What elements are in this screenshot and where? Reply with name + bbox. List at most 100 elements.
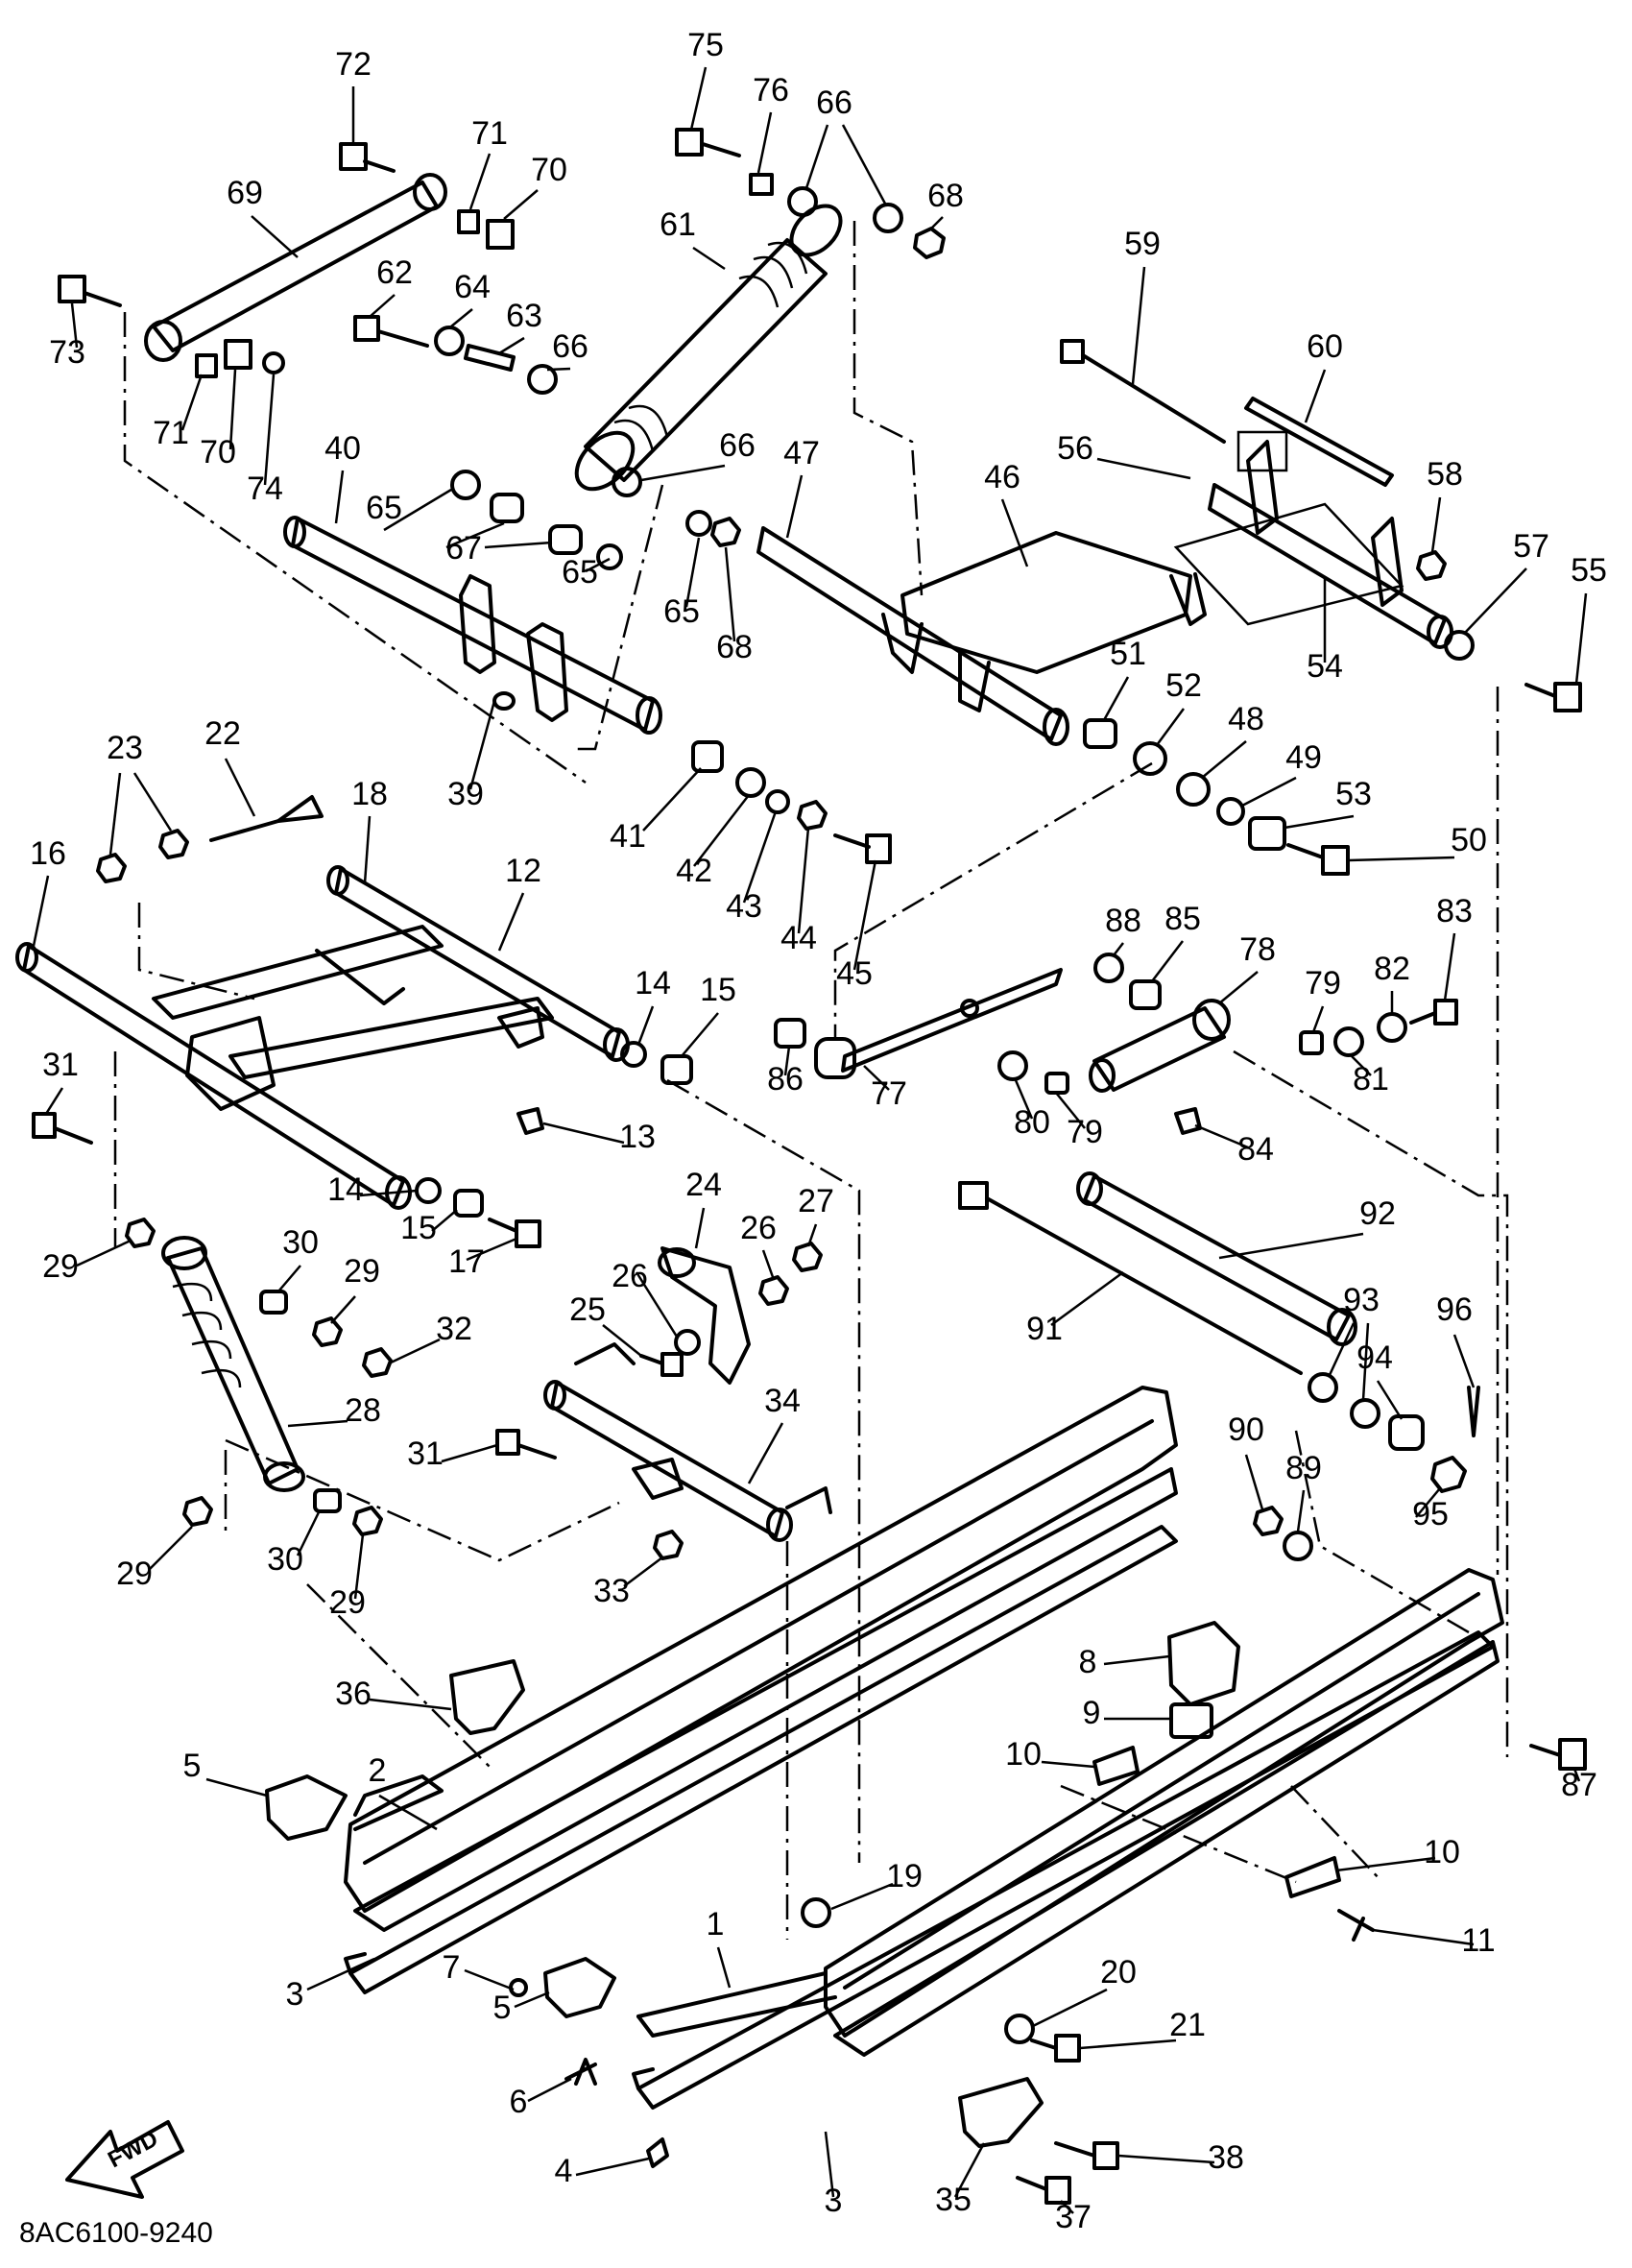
callout-c36: 36 (335, 1676, 372, 1712)
nut-29b (312, 1316, 343, 1347)
callout-c49: 49 (1285, 739, 1322, 776)
shaft-60 (1244, 397, 1394, 487)
bolt-50 (1286, 843, 1350, 876)
rivet-6 (564, 2058, 597, 2086)
nut-29d (352, 1506, 383, 1536)
callout-c67: 67 (445, 530, 482, 567)
shaft-54 (1173, 430, 1453, 649)
callout-c29b: 29 (344, 1253, 380, 1290)
cotter-pin-96 (1467, 1386, 1480, 1437)
bracket-24 (658, 1246, 751, 1385)
washer-64 (434, 326, 465, 356)
screw-4 (646, 2137, 669, 2168)
nut-23 (96, 853, 127, 883)
nut-58 (1416, 550, 1447, 581)
callout-c66b: 66 (552, 328, 588, 365)
callout-c65a: 65 (366, 490, 402, 526)
collar-51 (1083, 718, 1117, 749)
bolt-75 (675, 128, 741, 157)
callout-c27: 27 (798, 1183, 834, 1219)
callout-c38: 38 (1208, 2139, 1244, 2176)
callout-c23: 23 (107, 730, 143, 766)
washer-52 (1133, 741, 1167, 776)
chain-line-b (576, 484, 664, 751)
callout-c48: 48 (1228, 701, 1264, 737)
callout-c40: 40 (324, 430, 361, 467)
callout-c84: 84 (1237, 1131, 1274, 1168)
nut-68b (710, 517, 741, 547)
rear-arm-69 (144, 173, 447, 362)
callout-c13: 13 (619, 1119, 656, 1155)
stopper-8 (1167, 1621, 1240, 1706)
callout-c69: 69 (227, 175, 263, 211)
washer-81 (1333, 1026, 1364, 1057)
callout-c15b: 15 (400, 1210, 437, 1246)
callout-c12: 12 (505, 853, 541, 889)
collar-15b (453, 1189, 484, 1218)
washer-89 (1283, 1531, 1313, 1561)
callout-c14a: 14 (635, 965, 671, 1001)
callout-c26b: 26 (612, 1258, 648, 1294)
callout-c21: 21 (1169, 2007, 1206, 2043)
callout-c61: 61 (660, 206, 696, 243)
callout-c76: 76 (753, 72, 789, 109)
washer-66c (527, 364, 558, 395)
callout-c6: 6 (510, 2084, 528, 2120)
washer-19 (801, 1897, 831, 1928)
callout-c18: 18 (351, 776, 388, 812)
callout-c91: 91 (1026, 1311, 1063, 1347)
clip-7 (509, 1978, 528, 1997)
callout-c66c: 66 (719, 427, 756, 464)
nut-95 (1430, 1456, 1467, 1493)
nut-29c (182, 1496, 213, 1527)
callout-c10a: 10 (1005, 1736, 1042, 1773)
rivet-11 (1337, 1909, 1375, 1942)
washer-42 (735, 767, 766, 798)
nut-26a (758, 1275, 789, 1306)
front-arm-12 (15, 865, 630, 1210)
washer-66d (612, 467, 642, 497)
callout-c92: 92 (1359, 1195, 1396, 1232)
nut-29a (125, 1218, 156, 1248)
callout-c58: 58 (1427, 456, 1463, 493)
nut-32 (362, 1347, 393, 1378)
callout-c31a: 31 (42, 1047, 79, 1083)
callout-c5b: 5 (493, 1990, 512, 2026)
collar-86 (774, 1018, 806, 1049)
callout-c29d: 29 (329, 1584, 366, 1621)
callout-c64: 64 (454, 269, 491, 305)
callout-c9: 9 (1083, 1695, 1101, 1731)
slide-rail-2 (344, 1386, 1178, 1932)
callout-c31b: 31 (407, 1436, 444, 1472)
callout-c19: 19 (886, 1858, 923, 1894)
bracket-36 (449, 1659, 525, 1735)
callout-c53: 53 (1335, 776, 1372, 812)
plate-10b (1284, 1856, 1341, 1898)
plate-10a (1092, 1746, 1140, 1786)
callout-c71b: 71 (153, 415, 189, 451)
collar-30a (259, 1290, 288, 1315)
callout-c43: 43 (726, 888, 762, 925)
callout-c56: 56 (1057, 430, 1093, 467)
collar-41 (691, 740, 724, 773)
nut-27 (792, 1242, 823, 1272)
callout-c88: 88 (1105, 903, 1141, 939)
washer-66 (787, 186, 818, 217)
collar-53 (1248, 816, 1286, 851)
callout-c50: 50 (1451, 822, 1487, 858)
callout-c16: 16 (30, 835, 66, 872)
pin-63 (464, 344, 516, 372)
callout-c14b: 14 (327, 1171, 364, 1208)
callout-c77: 77 (871, 1075, 907, 1112)
callout-c3b: 3 (825, 2183, 843, 2219)
callout-c80: 80 (1014, 1104, 1050, 1141)
callout-c15a: 15 (700, 972, 736, 1008)
chain-line-i (224, 1438, 620, 1562)
callout-c65c: 65 (562, 554, 598, 591)
callout-c89: 89 (1285, 1450, 1322, 1486)
washer-49 (1216, 797, 1245, 826)
grease-nipple-13 (516, 1107, 544, 1135)
washer-66b (873, 203, 903, 233)
